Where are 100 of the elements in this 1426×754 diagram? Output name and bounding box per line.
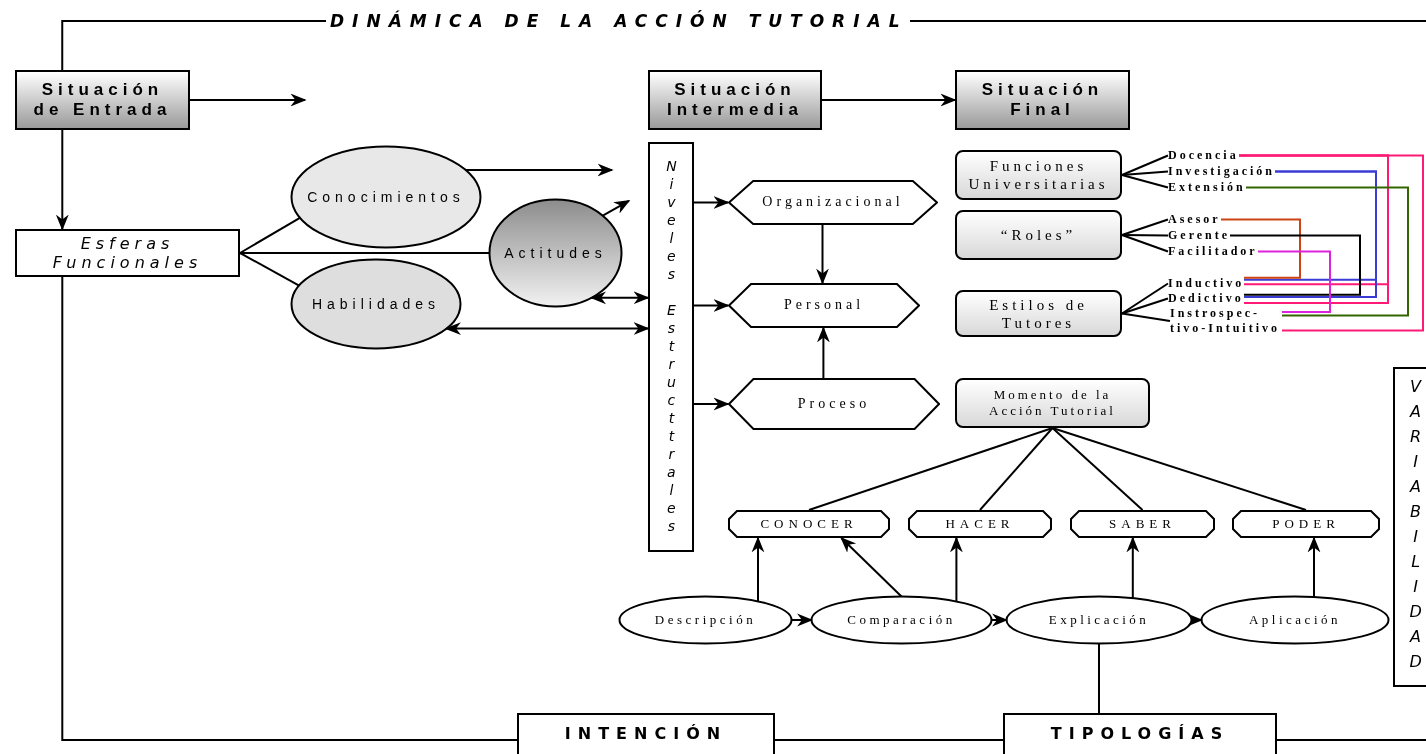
item-label: Inductivo xyxy=(1168,276,1245,291)
connector-line xyxy=(1121,282,1169,315)
node-label: Comparación xyxy=(847,612,956,628)
node-label: Organizacional xyxy=(762,194,904,211)
connector-line xyxy=(1229,234,1361,296)
node-label: Esferas Funcionales xyxy=(51,233,204,273)
item-label: Docencia xyxy=(1168,148,1239,163)
arrow xyxy=(821,93,957,107)
connector-line xyxy=(1276,739,1426,741)
hexagon-node xyxy=(728,283,920,328)
item-label: Extensión xyxy=(1168,180,1246,195)
node-label: HACER xyxy=(945,516,1015,532)
process-box xyxy=(15,229,240,277)
connector-line xyxy=(1121,218,1169,236)
node-label: “Roles” xyxy=(1000,226,1077,244)
node-label: Aplicación xyxy=(1248,612,1341,628)
arrow xyxy=(751,536,765,603)
rounded-box xyxy=(955,150,1122,200)
connector-line xyxy=(239,252,301,287)
vertical-box xyxy=(1393,367,1426,687)
connector-line xyxy=(1098,642,1100,714)
connector-line xyxy=(1121,234,1169,253)
octagon-node xyxy=(1232,510,1380,538)
node-label: SABER xyxy=(1109,516,1176,532)
arrow xyxy=(693,299,730,312)
node-label: CONOCER xyxy=(760,516,858,532)
connector-line xyxy=(239,216,301,254)
item-label: Gerente xyxy=(1168,228,1231,243)
arrow xyxy=(816,224,829,285)
ellipse-node xyxy=(618,595,793,645)
octagon-node xyxy=(728,510,890,538)
stage-box xyxy=(648,70,822,130)
node-label: PODER xyxy=(1272,516,1340,532)
arrow xyxy=(790,613,814,627)
ellipse-node xyxy=(290,145,482,249)
ellipse-node xyxy=(290,258,462,350)
connector-line xyxy=(1121,174,1169,189)
arrow xyxy=(950,536,963,603)
connector-line xyxy=(239,252,491,254)
node-label: Situación Final xyxy=(980,79,1105,121)
rounded-box xyxy=(955,210,1122,260)
stage-box xyxy=(15,70,190,130)
connector-line xyxy=(1121,170,1169,176)
arrow xyxy=(55,129,69,231)
node-label: Explicación xyxy=(1048,612,1150,628)
ellipse-node xyxy=(488,198,623,308)
node-label: Proceso xyxy=(797,395,871,413)
connector-line xyxy=(1121,312,1171,322)
connector-line xyxy=(1245,186,1409,317)
ellipse-node xyxy=(1005,595,1193,645)
ellipse-node xyxy=(1200,595,1390,645)
connector-line xyxy=(774,739,1004,741)
node-label: Situación de Entrada xyxy=(32,79,173,121)
node-label: Conocimientos xyxy=(307,188,465,206)
vertical-box xyxy=(648,142,694,552)
label-box xyxy=(517,713,775,754)
node-label: Funciones Universitarias xyxy=(967,157,1110,193)
arrow xyxy=(817,326,830,379)
node-label: Actitudes xyxy=(504,244,607,262)
node-label: Momento de la Acción Tutorial xyxy=(988,387,1117,419)
connector-line xyxy=(1051,427,1144,511)
connector-line xyxy=(1121,154,1169,176)
connector-line xyxy=(1257,250,1331,313)
item-label: Facilitador xyxy=(1168,244,1258,259)
arrow xyxy=(464,163,614,177)
node-label: Estilos de Tutores xyxy=(988,295,1089,332)
node-label: Niveles Estructtrales xyxy=(662,158,680,536)
arrow xyxy=(444,322,650,335)
node-label: Situación Intermedia xyxy=(666,79,804,121)
octagon-node xyxy=(908,510,1052,538)
arrow xyxy=(189,93,307,107)
hexagon-node xyxy=(728,180,938,225)
connector-line xyxy=(1051,427,1307,511)
stage-box xyxy=(955,70,1130,130)
arrow xyxy=(1187,613,1204,627)
label-box xyxy=(1003,713,1277,754)
octagon-node xyxy=(1070,510,1215,538)
arrow xyxy=(840,536,903,598)
arrow xyxy=(590,291,650,305)
node-label: VARIABILIDAD xyxy=(1405,377,1426,677)
connector-line xyxy=(979,427,1054,511)
arrow xyxy=(1126,536,1140,600)
node-label: Habilidades xyxy=(311,295,441,313)
node-label: INTENCIÓN xyxy=(564,723,728,744)
rounded-box xyxy=(955,290,1122,337)
connector-line xyxy=(1220,218,1301,279)
item-label: Instrospec- tivo-Intuitivo xyxy=(1170,306,1282,336)
node-label: Personal xyxy=(783,297,865,314)
item-label: Asesor xyxy=(1168,212,1221,227)
arrow xyxy=(1307,536,1321,598)
arrow xyxy=(693,397,730,411)
arrow xyxy=(693,196,730,209)
connector-line xyxy=(1121,297,1169,315)
connector-line xyxy=(61,276,518,741)
hexagon-node xyxy=(728,378,940,430)
item-label: Investigación xyxy=(1168,164,1275,179)
connector-line xyxy=(1238,154,1424,332)
node-label: TIPOLOGÍAS xyxy=(1050,723,1230,744)
arrow xyxy=(601,199,631,217)
item-label: Dedictivo xyxy=(1168,291,1244,306)
